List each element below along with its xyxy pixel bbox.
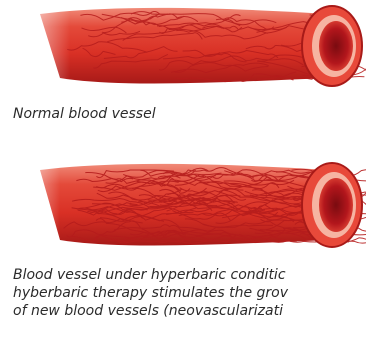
hyperbaric-vessel-caption: Blood vessel under hyperbaric conditic h… <box>13 266 366 320</box>
normal-vessel-caption: Normal blood vessel <box>13 105 366 123</box>
caption-line: hyberbaric therapy stimulates the grov <box>13 284 366 302</box>
caption-line: of new blood vessels (neovascularizati <box>13 302 366 320</box>
hyperbaric-vessel-graphic <box>0 150 366 265</box>
vessel-lumen <box>319 178 353 232</box>
caption-line: Blood vessel under hyperbaric conditic <box>13 266 366 284</box>
hyperbaric-vessel-illustration <box>0 150 366 265</box>
vessel-lumen <box>319 21 353 71</box>
normal-vessel-illustration <box>0 0 366 100</box>
normal-vessel-graphic <box>0 0 366 100</box>
